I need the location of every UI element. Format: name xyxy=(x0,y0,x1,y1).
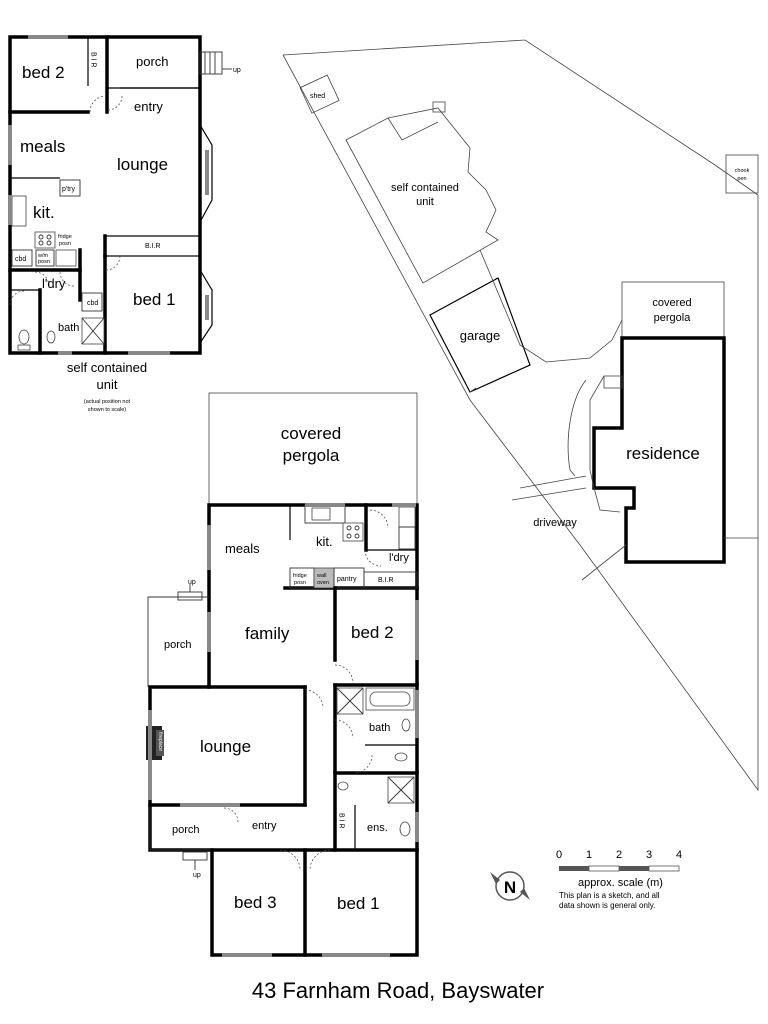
unit-entry-label: entry xyxy=(134,99,163,114)
scale-tick-4: 4 xyxy=(676,849,682,861)
garage-label: garage xyxy=(460,328,500,343)
main-bir-label: B.I.R xyxy=(378,577,394,584)
main-up-top-label: up xyxy=(188,579,196,586)
site-pergola-label-1: covered xyxy=(652,297,691,309)
unit-caption-2: unit xyxy=(97,377,118,392)
main-pergola-label-2: pergola xyxy=(283,446,340,465)
unit-caption-1: self contained xyxy=(67,360,147,375)
main-bed3-label: bed 3 xyxy=(234,893,277,912)
north-compass: N xyxy=(490,871,530,901)
unit-ldry-label: l'dry xyxy=(42,276,66,291)
main-wall-oven-label-1: wall xyxy=(316,573,326,579)
scale-bar: 0 1 2 3 4 approx. scale (m) This plan is… xyxy=(556,849,682,910)
main-lounge-label: lounge xyxy=(200,737,251,756)
main-fireplace-label: fireplace xyxy=(157,732,163,751)
compass-letter: N xyxy=(504,878,516,897)
unit-bath-label: bath xyxy=(58,322,79,334)
main-fridge-label-2: posn xyxy=(294,580,306,586)
main-fridge-label-1: fridge xyxy=(293,573,307,579)
main-entry-label: entry xyxy=(252,820,277,832)
unit-up-label: up xyxy=(233,67,241,74)
unit-kit-label: kit. xyxy=(33,203,55,222)
main-pantry-label: pantry xyxy=(337,576,357,583)
unit-cbd-left-label: cbd xyxy=(15,256,26,263)
unit-porch-label: porch xyxy=(136,54,169,69)
main-porch-top-label: porch xyxy=(164,639,192,651)
unit-wm-label-1: w/m xyxy=(37,253,49,259)
main-bed2-label: bed 2 xyxy=(351,623,394,642)
unit-bed2-label: bed 2 xyxy=(22,63,65,82)
main-ldry-label: l'dry xyxy=(389,552,409,564)
residence-floor-plan: covered pergola xyxy=(146,392,419,957)
main-bed1-label: bed 1 xyxy=(337,894,380,913)
main-ens-label: ens. xyxy=(367,822,388,834)
unit-note-1: (actual position not xyxy=(84,399,131,405)
main-pergola-label-1: covered xyxy=(281,424,341,443)
residence-label: residence xyxy=(626,444,700,463)
scale-note-2: data shown is general only. xyxy=(559,901,655,910)
unit-fridge-label-2: posn xyxy=(59,241,71,247)
scale-tick-0: 0 xyxy=(556,849,562,861)
unit-bir-top-label: B I R xyxy=(90,52,97,68)
main-kit-label: kit. xyxy=(316,534,333,549)
chook-label-2: pen xyxy=(737,176,746,182)
unit-meals-label: meals xyxy=(20,137,65,156)
site-unit-label-2: unit xyxy=(416,196,434,208)
unit-cbd-right-label: cbd xyxy=(87,300,98,307)
main-meals-label: meals xyxy=(225,541,260,556)
main-wall-oven-label-2: oven xyxy=(317,580,329,586)
unit-note-2: shown to scale) xyxy=(88,407,126,413)
page-title: 43 Farnham Road, Bayswater xyxy=(252,978,544,1003)
main-family-label: family xyxy=(245,624,290,643)
site-plan: shed self contained unit chook pen garag… xyxy=(282,39,759,792)
scale-tick-2: 2 xyxy=(616,849,622,861)
main-up-bottom-label: up xyxy=(193,872,201,879)
unit-lounge-label: lounge xyxy=(117,155,168,174)
main-bir-vertical-label: B I R xyxy=(338,813,345,829)
unit-bed1-label: bed 1 xyxy=(133,290,176,309)
driveway-label: driveway xyxy=(533,517,577,529)
scale-label: approx. scale (m) xyxy=(578,877,663,889)
unit-ptry-label: p'try xyxy=(62,186,76,193)
unit-fridge-label-1: fridge xyxy=(58,234,72,240)
site-unit-label-1: self contained xyxy=(391,182,459,194)
scale-note-1: This plan is a sketch, and all xyxy=(559,891,660,900)
main-bath-label: bath xyxy=(369,722,390,734)
scale-tick-3: 3 xyxy=(646,849,652,861)
scale-tick-1: 1 xyxy=(586,849,592,861)
unit-bir-label: B.I.R xyxy=(145,243,161,250)
site-pergola-label-2: pergola xyxy=(654,312,692,324)
shed-label: shed xyxy=(310,93,325,100)
main-porch-bottom-label: porch xyxy=(172,824,200,836)
chook-label-1: chook xyxy=(735,168,750,174)
unit-floor-plan: bed 2 B I R porch up entry meals lounge … xyxy=(8,35,241,413)
unit-wm-label-2: posn xyxy=(38,259,50,265)
